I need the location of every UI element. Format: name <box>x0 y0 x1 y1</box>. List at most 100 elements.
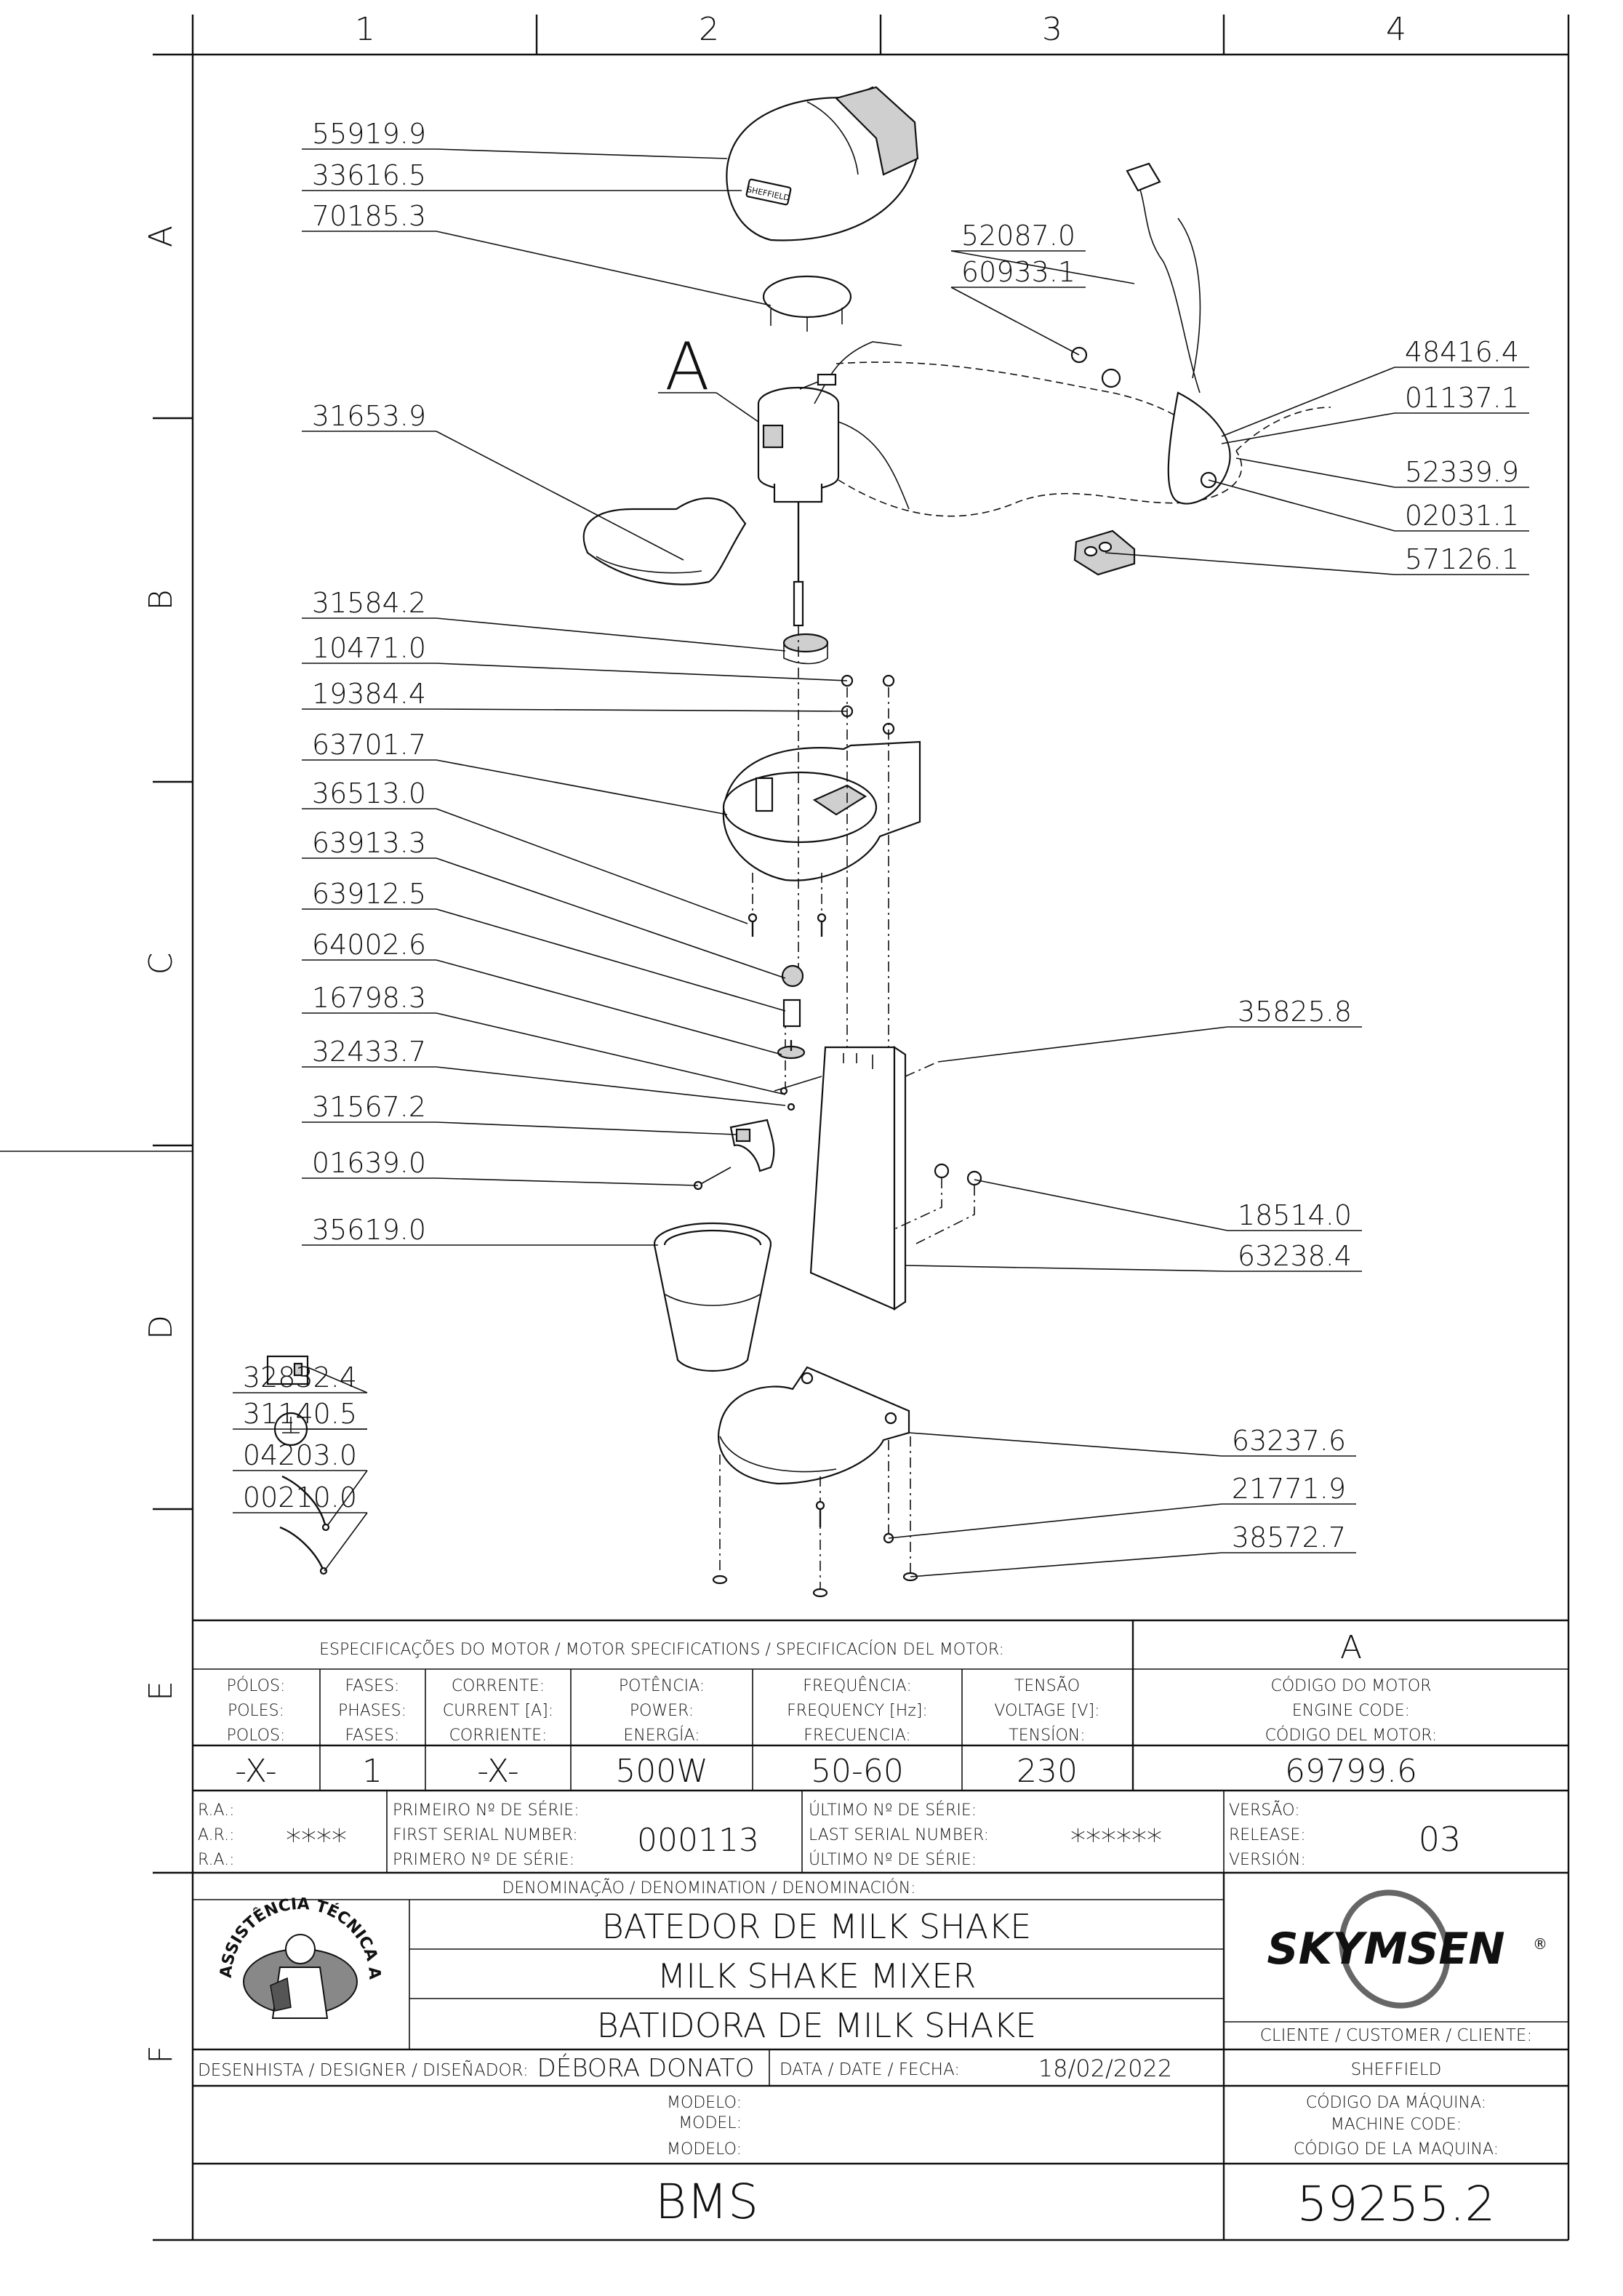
callout-leader <box>905 1265 1228 1272</box>
motor-assembly <box>757 341 910 627</box>
model-value: BMS <box>655 2174 758 2230</box>
callout-code: 52339.9 <box>1405 456 1519 488</box>
callout-code: 36513.0 <box>312 777 426 809</box>
brand-name: SKYMSEN <box>1267 1924 1504 1975</box>
callout-leader <box>950 250 1135 284</box>
callout-32832-4: 32832.4 <box>233 1361 368 1393</box>
callout-code: 32832.4 <box>243 1361 357 1393</box>
callout-16798-3: 16798.3 <box>302 982 786 1095</box>
last-serial-label-1: ÚLTIMO Nº DE SÉRIE: <box>809 1801 977 1820</box>
callout-10471-0: 10471.0 <box>302 632 848 681</box>
cap-disk <box>762 275 852 332</box>
motor-marker-label: A <box>665 329 710 405</box>
callout-01137-1: 01137.1 <box>1221 382 1529 444</box>
grid-labels: 1 2 3 4 A B C D E F <box>143 11 1406 2064</box>
grid-row-f: F <box>143 2045 180 2063</box>
callout-leader <box>436 959 782 1055</box>
motor-spec-label: ENGINE CODE: <box>1292 1702 1410 1720</box>
motor-spec-label: CORRIENTE: <box>449 1727 548 1745</box>
callout-code: 63912.5 <box>312 878 426 910</box>
designer-value: DÉBORA DONATO <box>537 2053 755 2083</box>
ra-label-3: R.A.: <box>198 1851 235 1869</box>
motor-spec-label: POTÊNCIA: <box>619 1676 705 1695</box>
callout-code: 33616.5 <box>312 159 426 191</box>
callout-52339-9: 52339.9 <box>1235 456 1529 488</box>
callout-leader <box>436 231 772 306</box>
callout-code: 31567.2 <box>312 1091 426 1123</box>
denomination-es: BATIDORA DE MILK SHAKE <box>597 2006 1037 2045</box>
callout-63912-5: 63912.5 <box>302 878 786 1012</box>
callout-leader <box>1105 552 1395 575</box>
motor-spec-label: ENERGÍA: <box>623 1726 700 1745</box>
version-label-3: VERSIÓN: <box>1229 1850 1306 1869</box>
callout-code: 31140.5 <box>243 1398 357 1430</box>
motor-spec-dividers <box>319 1669 963 1791</box>
callout-63237-6: 63237.6 <box>908 1425 1356 1457</box>
motor-spec-value: -X- <box>235 1753 277 1790</box>
callout-31584-2: 31584.2 <box>302 587 786 652</box>
callout-02031-1: 02031.1 <box>1208 479 1529 532</box>
callout-38572-7: 38572.7 <box>910 1521 1356 1577</box>
grid-col-3: 3 <box>1042 11 1062 48</box>
model-label-1: MODELO: <box>667 2094 742 2112</box>
motor-spec-label: POWER: <box>630 1702 694 1720</box>
center-lines <box>752 625 889 1091</box>
base-plate <box>712 1366 918 1598</box>
callout-leader <box>436 708 848 712</box>
motor-spec-columns: PÓLOS:POLES:POLOS:-X-FASES:PHASES:FASES:… <box>227 1676 1438 1790</box>
callout-code: 63238.4 <box>1238 1240 1352 1272</box>
ra-label-2: A.R.: <box>198 1826 235 1844</box>
motor-spec-header: ESPECIFICAÇÕES DO MOTOR / MOTOR SPECIFIC… <box>319 1640 1004 1659</box>
grid-row-b: B <box>143 590 180 611</box>
callout-leader <box>436 148 728 159</box>
grid-row-e: E <box>143 1681 180 1701</box>
motor-spec-value: 69799.6 <box>1285 1753 1417 1790</box>
machine-code-label-2: MACHINE CODE: <box>1331 2116 1462 2134</box>
first-serial-block: PRIMEIRO Nº DE SÉRIE: FIRST SERIAL NUMBE… <box>393 1801 759 1869</box>
first-serial-label-1: PRIMEIRO Nº DE SÉRIE: <box>393 1801 580 1820</box>
callout-leader <box>1221 367 1395 437</box>
callout-leader <box>436 759 728 815</box>
grid-row-a: A <box>143 225 180 247</box>
callout-code: 32433.7 <box>312 1036 426 1068</box>
callout-63701-7: 63701.7 <box>302 729 728 815</box>
motor-spec-label: CÓDIGO DEL MOTOR: <box>1265 1726 1438 1745</box>
designer-label: DESENHISTA / DESIGNER / DISEÑADOR: <box>198 2060 529 2080</box>
version-block: VERSÃO: RELEASE: VERSIÓN: 03 <box>1229 1801 1461 1869</box>
callout-code: 63237.6 <box>1232 1425 1346 1457</box>
denomination-pt: BATEDOR DE MILK SHAKE <box>602 1907 1032 1946</box>
callout-60933-1: 60933.1 <box>950 256 1086 356</box>
motor-spec-label: PHASES: <box>338 1702 406 1720</box>
callout-code: 48416.4 <box>1405 336 1519 368</box>
motor-spec-label: PÓLOS: <box>227 1676 286 1695</box>
callout-code: 19384.4 <box>312 678 426 710</box>
callout-04203-0: 04203.0 <box>233 1439 368 1527</box>
agitator-parts <box>777 964 806 1060</box>
motor-marker: A <box>658 329 759 423</box>
date-label: DATA / DATE / FECHA: <box>780 2060 960 2079</box>
coupling <box>782 633 895 735</box>
first-serial-label-3: PRIMERO Nº DE SÉRIE: <box>393 1850 574 1869</box>
callout-19384-4: 19384.4 <box>302 678 848 712</box>
callout-code: 31653.9 <box>312 400 426 432</box>
screws <box>748 913 827 937</box>
first-serial-value: 000113 <box>637 1822 759 1859</box>
callout-70185-3: 70185.3 <box>302 200 772 306</box>
callout-code: 04203.0 <box>243 1439 357 1471</box>
callout-leader <box>974 1179 1228 1231</box>
phantom-housing <box>835 162 1331 576</box>
client-value: SHEFFIELD <box>1351 2060 1442 2079</box>
callout-31140-5: 31140.5 <box>233 1398 367 1430</box>
callout-leader <box>326 1470 368 1527</box>
callout-18514-0: 18514.0 <box>974 1179 1362 1231</box>
motor-spec-label: FASES: <box>345 1727 400 1745</box>
last-serial-value: ****** <box>1070 1823 1162 1858</box>
callout-code: 01137.1 <box>1405 382 1519 414</box>
callout-code: 18514.0 <box>1238 1199 1352 1231</box>
motor-spec-value: 500W <box>615 1753 708 1790</box>
part-callouts: 55919.933616.570185.331653.931584.210471… <box>233 118 1529 1577</box>
callout-leader <box>436 617 786 652</box>
ra-value: **** <box>286 1823 347 1858</box>
callout-33616-5: 33616.5 <box>302 159 742 191</box>
tray <box>582 497 747 585</box>
